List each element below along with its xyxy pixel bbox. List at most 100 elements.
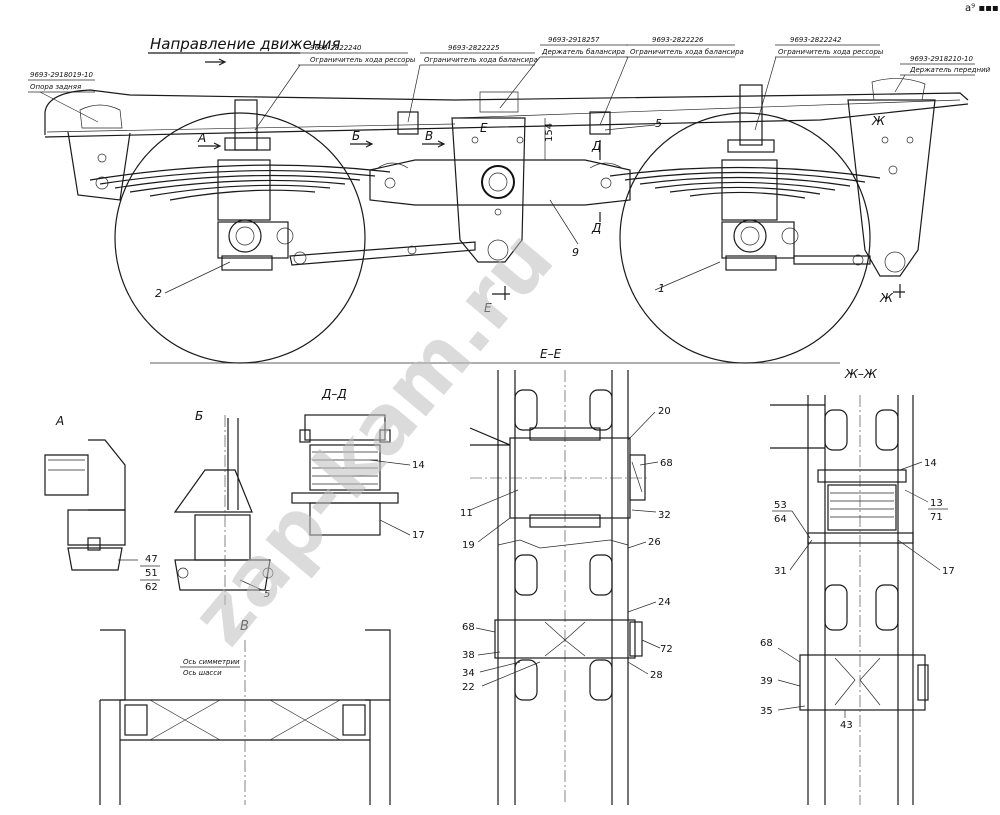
part-number: 28 xyxy=(650,670,663,681)
part-number: 19 xyxy=(462,540,475,551)
part-number: 1 xyxy=(658,282,665,295)
part-number: 51 xyxy=(145,568,158,579)
view-dd: Д–Д 14 17 xyxy=(291,387,425,541)
part-number: 20 xyxy=(658,406,671,417)
part-number: 68 xyxy=(462,622,475,633)
front-spring-limiter xyxy=(739,84,763,146)
section-mark-d-bottom: Д xyxy=(591,221,601,235)
spring-leaves-pack xyxy=(309,444,381,491)
rear-support-pad xyxy=(79,104,123,129)
callout-name: Держатель балансира xyxy=(541,48,625,56)
rear-reaction-rod xyxy=(289,241,476,266)
part-number: 68 xyxy=(660,458,673,469)
view-title-dd: Д–Д xyxy=(321,387,347,401)
rear-leaf-spring xyxy=(89,164,391,201)
view-title-zhzh: Ж–Ж xyxy=(844,367,878,381)
part-number: 68 xyxy=(760,638,773,649)
callout-spring-limiter-front: 9693-2822242 Ограничитель хода рессоры xyxy=(754,36,884,131)
view-title-a: А xyxy=(55,414,64,428)
callout-name: Ограничитель хода балансира xyxy=(630,48,744,56)
part-number: 72 xyxy=(660,644,673,655)
rear-support-block xyxy=(67,509,126,546)
view-ee: Е–Е 20 68 11 32 19 26 xyxy=(460,347,673,805)
front-spring-clamp xyxy=(721,159,778,221)
balancer-holder-pad xyxy=(479,91,519,113)
rail-right xyxy=(365,629,391,701)
corner-mark: a⁹ ▪▪▪ xyxy=(965,3,999,14)
callout-code: 9693-2918257 xyxy=(548,36,600,44)
part-number: 38 xyxy=(462,650,475,661)
callout-code: 9693-2822242 xyxy=(790,36,842,44)
part-number: 43 xyxy=(840,720,853,731)
part-number: 11 xyxy=(460,508,473,519)
view-a: А 47 51 62 xyxy=(44,414,160,593)
callout-balancer-limiter-right: 9693-2822226 Ограничитель хода балансира xyxy=(599,36,744,126)
frame-rail-bottom xyxy=(44,103,969,138)
part-number: 34 xyxy=(462,668,475,679)
part-number: 17 xyxy=(942,566,955,577)
view-v: В Ось симметрии Ось шасси xyxy=(99,619,391,805)
callout-code: 9693-2822226 xyxy=(652,36,704,44)
frame-rail-top xyxy=(44,89,969,135)
section-mark-d-top: Д xyxy=(591,139,601,153)
section-mark-a: А xyxy=(197,131,206,145)
part-number: 5 xyxy=(264,589,270,600)
part-number: 47 xyxy=(145,554,158,565)
part-number: 26 xyxy=(648,537,661,548)
drawing-title: Направление движения xyxy=(150,35,340,53)
balancer-axle xyxy=(481,165,515,199)
section-mark-zh-top: Ж xyxy=(871,114,886,128)
front-holder xyxy=(847,99,936,277)
front-axle-hub xyxy=(733,219,767,253)
callout-name: Ограничитель хода рессоры xyxy=(778,48,884,56)
callout-code: 9693-2918019-10 xyxy=(30,71,93,79)
axis-label-symmetry: Ось симметрии xyxy=(183,658,240,666)
part-number: 31 xyxy=(774,566,787,577)
axis-label-chassis: Ось шасси xyxy=(183,669,222,677)
view-title-ee: Е–Е xyxy=(540,347,562,361)
zh-bushing xyxy=(799,654,926,711)
section-mark-e-top: Е xyxy=(480,121,488,135)
part-number: 39 xyxy=(760,676,773,687)
part-number: 24 xyxy=(658,597,671,608)
balancer-limiter-left xyxy=(397,111,419,135)
view-title-b: Б xyxy=(195,409,203,423)
zh-spring-pack xyxy=(827,484,897,531)
front-leaf-spring xyxy=(609,166,881,199)
view-title-v: В xyxy=(240,619,249,634)
callout-code: 9693-2918210-10 xyxy=(910,55,973,63)
part-number: 64 xyxy=(774,514,787,525)
rear-spring-limiter xyxy=(234,99,258,151)
rail-left xyxy=(100,629,126,701)
part-number: 35 xyxy=(760,706,773,717)
callout-name: Ограничитель хода балансира xyxy=(424,56,538,64)
callout-name: Держатель передний xyxy=(909,66,991,74)
callout-rear-support: 9693-2918019-10 Опора задняя xyxy=(28,71,99,123)
part-number: 14 xyxy=(412,460,425,471)
main-side-view: А Б В Е Д Д Е Ж Ж 154 2 1 9 5 xyxy=(44,78,969,364)
callout-name: Опора задняя xyxy=(30,83,81,91)
part-number: 2 xyxy=(155,287,162,300)
view-b: Б 5 xyxy=(173,409,274,605)
section-mark-b: Б xyxy=(352,129,360,143)
part-number: 32 xyxy=(658,510,671,521)
part-number: 13 xyxy=(930,498,943,509)
rear-support xyxy=(67,131,131,201)
callout-balancer-holder: 9693-2918257 Держатель балансира xyxy=(499,36,628,109)
section-mark-e-bottom: Е xyxy=(484,301,492,315)
part-number: 53 xyxy=(774,500,787,511)
part-number: 22 xyxy=(462,682,475,693)
callout-front-holder: 9693-2918210-10 Держатель передний xyxy=(894,55,991,93)
part-number: 9 xyxy=(572,246,579,259)
view-zhzh: Ж–Ж 14 13 71 53 64 31 17 68 39 35 xyxy=(760,367,955,805)
callout-name: Ограничитель хода рессоры xyxy=(310,56,416,64)
direction-arrow-icon xyxy=(205,58,227,66)
frame-stub xyxy=(770,404,825,449)
rear-axle-hub xyxy=(228,219,262,253)
part-number: 14 xyxy=(924,458,937,469)
balancer-limiter-right xyxy=(589,111,611,135)
zh-pin xyxy=(807,532,914,544)
section-mark-zh-bottom: Ж xyxy=(879,291,894,305)
front-wheel xyxy=(619,112,871,364)
